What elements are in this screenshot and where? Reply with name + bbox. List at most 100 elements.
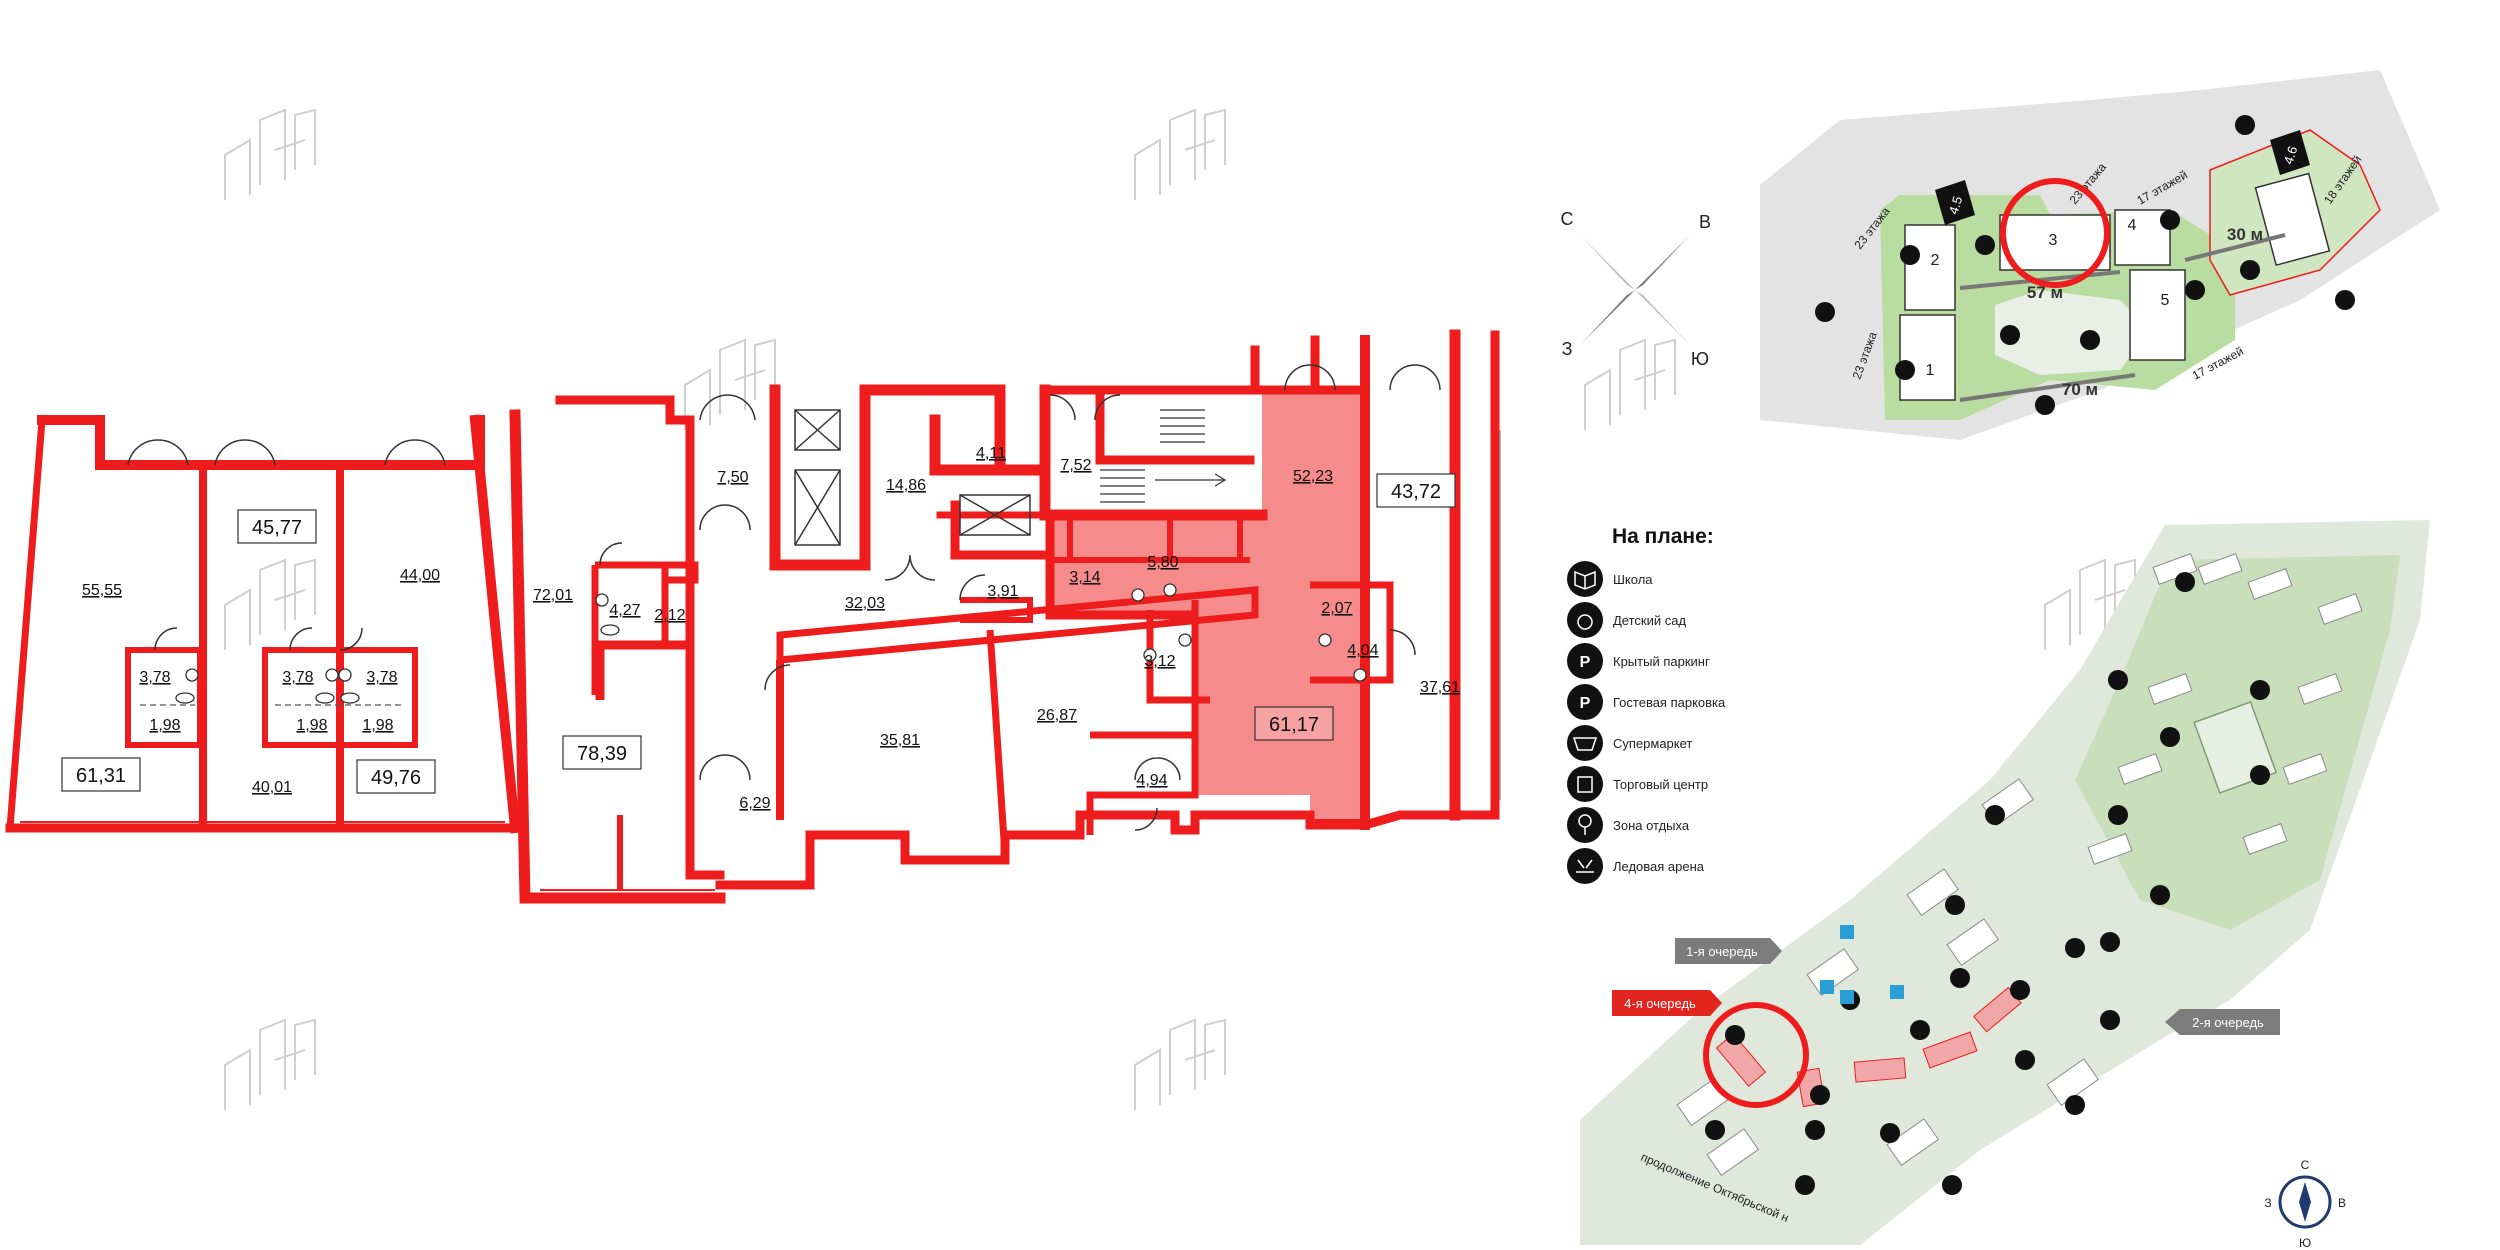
master-plan-blocks	[1676, 553, 2363, 1176]
queue-label-current: 4-я очередь	[1612, 990, 1722, 1016]
area-box	[61, 757, 141, 792]
distance-label: 30 м	[2227, 225, 2263, 244]
watermark-logo	[224, 1018, 316, 1110]
distance-label: 70 м	[2062, 380, 2098, 399]
area-label[interactable]: 2,07	[1321, 600, 1352, 617]
area-label[interactable]: 4,94	[1136, 772, 1167, 789]
building-2[interactable]	[1904, 224, 1956, 311]
area-label[interactable]: 4,27	[609, 602, 640, 619]
area-label[interactable]: 32,03	[845, 595, 885, 612]
area-label[interactable]: 1,98	[296, 717, 327, 734]
parking-icon	[2035, 395, 2055, 415]
area-box	[237, 509, 317, 544]
legend-item: Торговый центр	[1567, 766, 1708, 802]
svg-text:4-я очередь: 4-я очередь	[1624, 996, 1696, 1011]
compass-east: В	[1699, 212, 1711, 232]
svg-text:Супермаркет: Супермаркет	[1613, 736, 1692, 751]
kindergarten-icon	[1567, 602, 1603, 638]
area-label[interactable]: 7,50	[717, 469, 748, 486]
area-box	[1376, 473, 1456, 508]
area-label[interactable]: 1,98	[362, 717, 393, 734]
svg-text:Торговый центр: Торговый центр	[1613, 777, 1708, 792]
area-label[interactable]: 35,81	[880, 732, 920, 749]
area-label[interactable]: 3,78	[282, 669, 313, 686]
area-label[interactable]: 72,01	[533, 587, 573, 604]
interior-walls	[125, 465, 1394, 890]
building-number: 4	[2128, 217, 2137, 234]
area-label[interactable]: 3,14	[1069, 569, 1100, 586]
watermark-logo	[1584, 338, 1676, 430]
svg-text:P: P	[1580, 695, 1591, 712]
area-label[interactable]: 14,86	[886, 477, 926, 494]
recreation-zone-icon	[2250, 765, 2270, 785]
location-marker	[1703, 1002, 1809, 1108]
svg-text:Ледовая арена: Ледовая арена	[1613, 859, 1705, 874]
ice-arena-icon	[1567, 848, 1603, 884]
elevator-shaft	[794, 409, 1031, 546]
area-label[interactable]: 3,78	[366, 669, 397, 686]
area-label[interactable]: 4,04	[1347, 642, 1378, 659]
shopping-center-icon	[1567, 766, 1603, 802]
area-label[interactable]: 44,00	[400, 567, 440, 584]
svg-text:Ю: Ю	[2299, 1236, 2311, 1250]
area-label[interactable]: 61,17	[1269, 714, 1319, 736]
mini-compass: С Ю З В	[2264, 1158, 2346, 1250]
area-label[interactable]: 43,72	[1391, 481, 1441, 503]
guest-parking-icon	[2010, 980, 2030, 1000]
area-label[interactable]: 3,78	[139, 669, 170, 686]
building-46[interactable]	[2254, 172, 2331, 267]
area-label[interactable]: 6,29	[739, 795, 770, 812]
building-number: 3	[2049, 232, 2058, 249]
building-3[interactable]	[1999, 214, 2111, 271]
area-label[interactable]: 45,77	[252, 517, 302, 539]
building-5[interactable]	[2129, 269, 2186, 361]
svg-text:2-я очередь: 2-я очередь	[2192, 1015, 2264, 1030]
recreation-zone-icon	[2175, 572, 2195, 592]
area-label[interactable]: 40,01	[252, 779, 292, 796]
building-badge: 4.5	[1935, 180, 1975, 225]
site-poi-icons	[1815, 115, 2355, 415]
compass-west: З	[1562, 339, 1573, 359]
guest-parking-icon	[1705, 1120, 1725, 1140]
compass-south: Ю	[1691, 349, 1709, 369]
recreation-zone-icon	[2100, 932, 2120, 952]
area-label[interactable]: 5,80	[1147, 554, 1178, 571]
covered-parking-icon	[2185, 280, 2205, 300]
queue-label: 1-я очередь	[1675, 938, 1782, 964]
building-1[interactable]	[1899, 314, 1956, 401]
area-label[interactable]: 52,23	[1293, 468, 1333, 485]
guest-parking-icon	[1880, 1123, 1900, 1143]
area-label[interactable]: 3,91	[987, 583, 1018, 600]
staircase	[1100, 409, 1227, 503]
watermark-logo	[684, 338, 776, 430]
covered-parking-icon	[2015, 1050, 2035, 1070]
area-label[interactable]: 4,11	[976, 445, 1006, 462]
kindergarten-icon	[1945, 895, 1965, 915]
area-label[interactable]: 37,61	[1420, 679, 1460, 696]
area-label[interactable]: 26,87	[1037, 707, 1077, 724]
selected-apartment-highlight[interactable]	[1050, 392, 1365, 825]
watermark-logo	[1134, 108, 1226, 200]
area-label[interactable]: 49,76	[371, 767, 421, 789]
queue-label: 2-я очередь	[2165, 1009, 2280, 1035]
area-label[interactable]: 61,31	[76, 765, 126, 787]
compass-rose: С В Ю З	[1561, 209, 1712, 369]
recreation-zone-icon	[2240, 260, 2260, 280]
area-label[interactable]: 7,52	[1060, 457, 1091, 474]
area-label[interactable]: 2,12	[654, 607, 685, 624]
svg-text:З: З	[2264, 1196, 2271, 1210]
legend-item: Зона отдыха	[1567, 807, 1690, 843]
area-box	[1254, 706, 1334, 741]
floor-plan: 55,55 45,77 44,00 3,78 1,98 3,78 3,78 1,…	[5, 329, 1501, 904]
area-label[interactable]: 78,39	[577, 743, 627, 765]
area-label[interactable]: 3,12	[1144, 653, 1175, 670]
legend-item: Супермаркет	[1567, 725, 1692, 761]
compass-needle	[1580, 290, 1635, 345]
watermark-logo	[224, 558, 316, 650]
legend-item: Школа	[1567, 561, 1653, 597]
outer-walls	[5, 329, 1500, 904]
area-label[interactable]: 1,98	[149, 717, 180, 734]
queue-1-markers	[1820, 925, 1904, 1004]
building-badge: 4.6	[2270, 130, 2310, 175]
area-label[interactable]: 55,55	[82, 582, 122, 599]
